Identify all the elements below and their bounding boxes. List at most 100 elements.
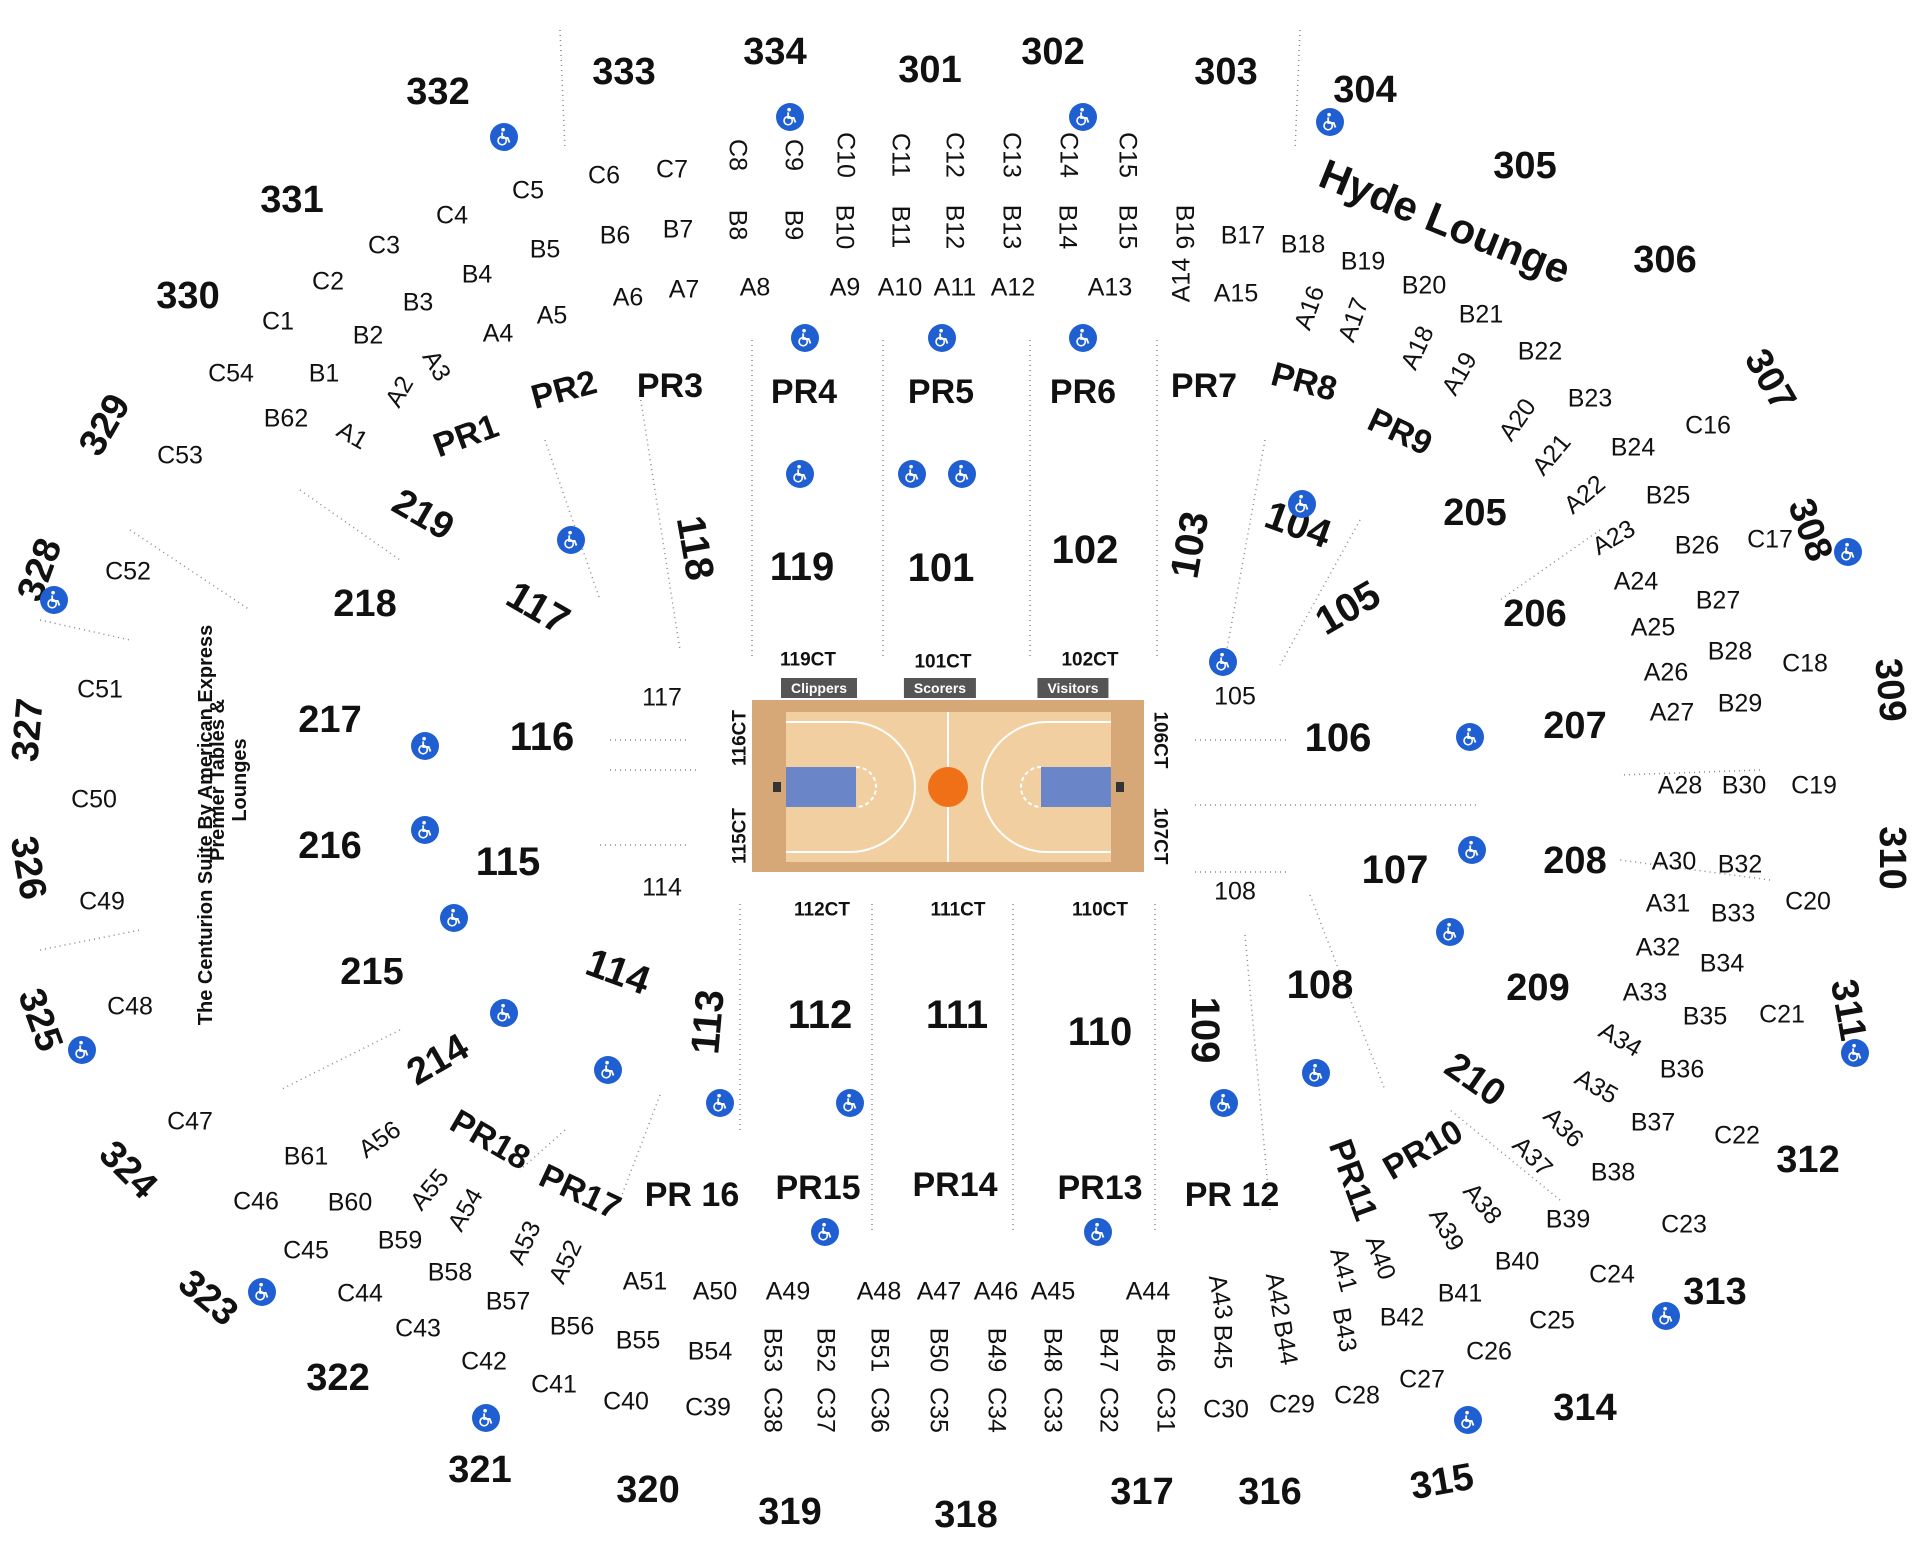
row-c29[interactable]: C29	[1269, 1390, 1315, 1419]
section-206[interactable]: 206	[1503, 593, 1567, 635]
row-a19[interactable]: A19	[1436, 347, 1483, 401]
section-314[interactable]: 314	[1553, 1387, 1617, 1429]
row-b4[interactable]: B4	[461, 260, 493, 289]
row-c3[interactable]: C3	[368, 231, 400, 260]
row-c47[interactable]: C47	[167, 1107, 213, 1136]
section-313[interactable]: 313	[1683, 1271, 1747, 1313]
premium-pr8[interactable]: PR8	[1267, 355, 1341, 409]
section-216[interactable]: 216	[298, 825, 362, 867]
row-a36[interactable]: A36	[1537, 1102, 1589, 1154]
section-326[interactable]: 326	[1, 833, 55, 903]
row-c25[interactable]: C25	[1529, 1306, 1575, 1335]
section-109[interactable]: 109	[1183, 996, 1227, 1064]
row-b9[interactable]: B9	[779, 209, 808, 241]
premium-pr2[interactable]: PR2	[527, 363, 601, 417]
row-b62[interactable]: B62	[263, 404, 309, 433]
row-a52[interactable]: A52	[543, 1235, 588, 1288]
section-205[interactable]: 205	[1443, 492, 1507, 534]
courtside-112ct[interactable]: 112CT	[794, 899, 850, 921]
row-a5[interactable]: A5	[536, 301, 568, 330]
row-b10[interactable]: B10	[830, 204, 859, 250]
row-a51[interactable]: A51	[622, 1267, 668, 1296]
row-a2[interactable]: A2	[379, 371, 420, 412]
row-c19[interactable]: C19	[1791, 771, 1837, 800]
section-102[interactable]: 102	[1051, 528, 1119, 572]
row-a7[interactable]: A7	[668, 275, 700, 304]
section-110[interactable]: 110	[1067, 1010, 1133, 1054]
section-311[interactable]: 311	[1821, 976, 1875, 1044]
row-a27[interactable]: A27	[1649, 698, 1695, 727]
row-b50[interactable]: B50	[924, 1327, 953, 1373]
row-c52[interactable]: C52	[105, 557, 151, 586]
row-a48[interactable]: A48	[856, 1277, 902, 1306]
row-b42[interactable]: B42	[1379, 1303, 1425, 1332]
row-a33[interactable]: A33	[1622, 978, 1668, 1007]
row-b21[interactable]: B21	[1458, 300, 1504, 329]
row-a9[interactable]: A9	[829, 273, 861, 302]
row-a47[interactable]: A47	[916, 1277, 962, 1306]
row-b17[interactable]: B17	[1220, 221, 1266, 250]
row-b27[interactable]: B27	[1695, 586, 1741, 615]
row-b11[interactable]: B11	[886, 205, 915, 249]
row-b26[interactable]: B26	[1674, 531, 1720, 560]
section-303[interactable]: 303	[1194, 51, 1258, 93]
section-114[interactable]: 114	[580, 940, 656, 1004]
row-c32[interactable]: C32	[1094, 1387, 1123, 1433]
row-c9[interactable]: C9	[779, 139, 808, 171]
row-a14[interactable]: A14	[1167, 257, 1196, 303]
row-c30[interactable]: C30	[1203, 1395, 1249, 1424]
row-a16[interactable]: A16	[1288, 282, 1331, 334]
row-c6[interactable]: C6	[588, 161, 620, 190]
row-a39[interactable]: A39	[1423, 1203, 1470, 1257]
row-c45[interactable]: C45	[283, 1236, 329, 1265]
floor-row-114[interactable]: 114	[642, 873, 682, 902]
premium-pr16[interactable]: PR 16	[644, 1176, 740, 1214]
row-b12[interactable]: B12	[940, 204, 969, 250]
courtside-115ct[interactable]: 115CT	[729, 808, 751, 864]
row-b33[interactable]: B33	[1710, 899, 1756, 928]
section-112[interactable]: 112	[787, 993, 853, 1037]
row-b22[interactable]: B22	[1517, 337, 1563, 366]
row-c5[interactable]: C5	[512, 176, 544, 205]
row-b8[interactable]: B8	[723, 209, 752, 241]
row-c34[interactable]: C34	[982, 1387, 1011, 1433]
courtside-101ct[interactable]: 101CT	[914, 651, 972, 673]
premium-pr18[interactable]: PR18	[443, 1102, 537, 1178]
courtside-107ct[interactable]: 107CT	[1149, 807, 1171, 865]
row-b19[interactable]: B19	[1340, 247, 1386, 276]
section-214[interactable]: 214	[400, 1025, 476, 1095]
row-a44[interactable]: A44	[1125, 1277, 1171, 1306]
row-a3[interactable]: A3	[416, 345, 457, 386]
row-b52[interactable]: B52	[811, 1327, 840, 1373]
row-a54[interactable]: A54	[442, 1183, 489, 1237]
row-b47[interactable]: B47	[1094, 1327, 1123, 1373]
premium-pr5[interactable]: PR5	[907, 373, 975, 411]
section-304[interactable]: 304	[1333, 69, 1397, 111]
row-c38[interactable]: C38	[758, 1387, 787, 1433]
row-a53[interactable]: A53	[502, 1216, 547, 1269]
section-207[interactable]: 207	[1543, 705, 1607, 747]
row-b5[interactable]: B5	[529, 235, 561, 264]
row-a35[interactable]: A35	[1569, 1063, 1623, 1110]
row-c4[interactable]: C4	[436, 201, 468, 230]
section-301[interactable]: 301	[898, 49, 962, 91]
row-b35[interactable]: B35	[1682, 1002, 1728, 1031]
row-a38[interactable]: A38	[1457, 1177, 1508, 1230]
section-312[interactable]: 312	[1776, 1139, 1840, 1181]
row-a17[interactable]: A17	[1332, 294, 1375, 346]
row-c33[interactable]: C33	[1038, 1387, 1067, 1433]
row-a31[interactable]: A31	[1645, 889, 1691, 918]
section-208[interactable]: 208	[1543, 840, 1607, 882]
row-b40[interactable]: B40	[1494, 1247, 1540, 1276]
row-c26[interactable]: C26	[1466, 1337, 1512, 1366]
row-c2[interactable]: C2	[312, 267, 344, 296]
row-c21[interactable]: C21	[1759, 1000, 1805, 1029]
row-c54[interactable]: C54	[208, 359, 254, 388]
row-a50[interactable]: A50	[692, 1277, 738, 1306]
row-a56[interactable]: A56	[353, 1115, 406, 1164]
premium-pr15[interactable]: PR15	[775, 1169, 861, 1207]
row-a15[interactable]: A15	[1213, 279, 1259, 308]
premium-pr11[interactable]: PR11	[1320, 1134, 1386, 1226]
section-107[interactable]: 107	[1361, 848, 1429, 892]
row-a46[interactable]: A46	[973, 1277, 1019, 1306]
